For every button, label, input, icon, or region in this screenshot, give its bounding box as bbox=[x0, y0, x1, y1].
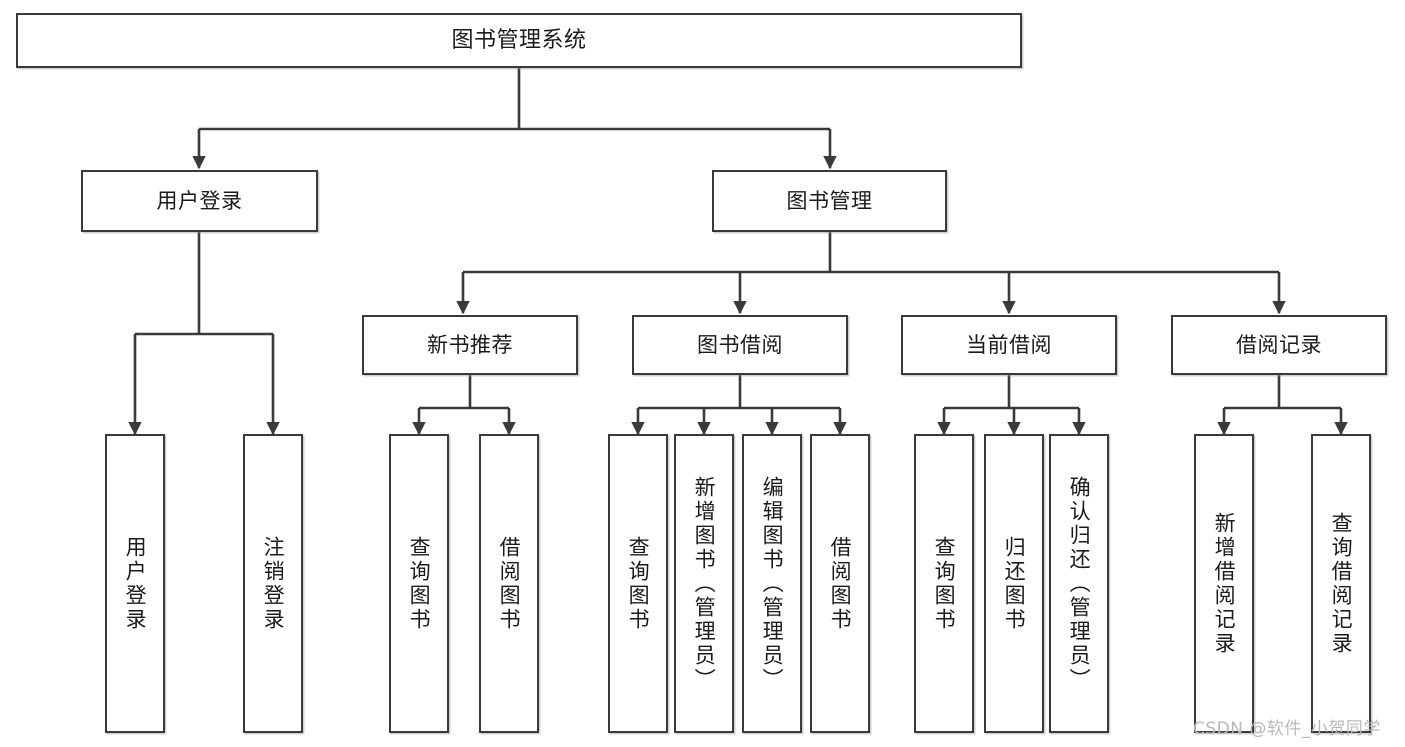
node-leaf-borrow-book-1-label: 借阅图书 bbox=[497, 535, 522, 632]
node-borrow-record-label: 借阅记录 bbox=[1236, 332, 1322, 357]
node-book-borrow[interactable]: 图书借阅 bbox=[632, 315, 848, 375]
node-leaf-borrow-book-2[interactable]: 借阅图书 bbox=[810, 434, 870, 733]
node-leaf-edit-book-admin[interactable]: 编辑图书（管理员） bbox=[742, 434, 802, 733]
node-leaf-return-book-label: 归还图书 bbox=[1002, 535, 1027, 632]
node-leaf-query-book-3-label: 查询图书 bbox=[932, 535, 957, 632]
node-leaf-add-borrow-record[interactable]: 新增借阅记录 bbox=[1194, 434, 1254, 733]
node-root-label: 图书管理系统 bbox=[451, 27, 587, 53]
node-leaf-logout-login-label: 注销登录 bbox=[261, 535, 286, 632]
node-leaf-add-book-admin[interactable]: 新增图书（管理员） bbox=[674, 434, 734, 733]
node-user-login[interactable]: 用户登录 bbox=[81, 170, 318, 232]
node-book-borrow-label: 图书借阅 bbox=[697, 332, 783, 357]
node-leaf-query-borrow-record-label: 查询借阅记录 bbox=[1329, 511, 1354, 656]
node-borrow-record[interactable]: 借阅记录 bbox=[1171, 315, 1387, 375]
node-book-manage-label: 图书管理 bbox=[786, 188, 873, 213]
node-leaf-confirm-return-admin-label: 确认归还（管理员） bbox=[1067, 475, 1092, 692]
node-root[interactable]: 图书管理系统 bbox=[16, 13, 1022, 68]
node-current-borrow-label: 当前借阅 bbox=[966, 332, 1052, 357]
node-leaf-query-book-3[interactable]: 查询图书 bbox=[914, 434, 974, 733]
node-book-manage[interactable]: 图书管理 bbox=[712, 170, 947, 232]
node-leaf-query-book-1[interactable]: 查询图书 bbox=[389, 434, 449, 733]
node-leaf-borrow-book-1[interactable]: 借阅图书 bbox=[479, 434, 539, 733]
node-leaf-query-book-2-label: 查询图书 bbox=[626, 535, 651, 632]
node-leaf-borrow-book-2-label: 借阅图书 bbox=[828, 535, 853, 632]
node-new-book-recommend-label: 新书推荐 bbox=[427, 332, 513, 357]
node-leaf-query-book-2[interactable]: 查询图书 bbox=[608, 434, 668, 733]
node-current-borrow[interactable]: 当前借阅 bbox=[901, 315, 1117, 375]
node-user-login-label: 用户登录 bbox=[156, 188, 243, 213]
node-leaf-user-login-label: 用户登录 bbox=[123, 535, 148, 632]
node-leaf-add-borrow-record-label: 新增借阅记录 bbox=[1212, 511, 1237, 656]
node-leaf-edit-book-admin-label: 编辑图书（管理员） bbox=[760, 475, 785, 692]
node-leaf-query-borrow-record[interactable]: 查询借阅记录 bbox=[1311, 434, 1371, 733]
node-leaf-query-book-1-label: 查询图书 bbox=[407, 535, 432, 632]
node-leaf-user-login[interactable]: 用户登录 bbox=[105, 434, 165, 733]
node-new-book-recommend[interactable]: 新书推荐 bbox=[362, 315, 578, 375]
node-leaf-return-book[interactable]: 归还图书 bbox=[984, 434, 1044, 733]
node-leaf-confirm-return-admin[interactable]: 确认归还（管理员） bbox=[1049, 434, 1109, 733]
node-leaf-add-book-admin-label: 新增图书（管理员） bbox=[692, 475, 717, 692]
node-leaf-logout-login[interactable]: 注销登录 bbox=[243, 434, 303, 733]
